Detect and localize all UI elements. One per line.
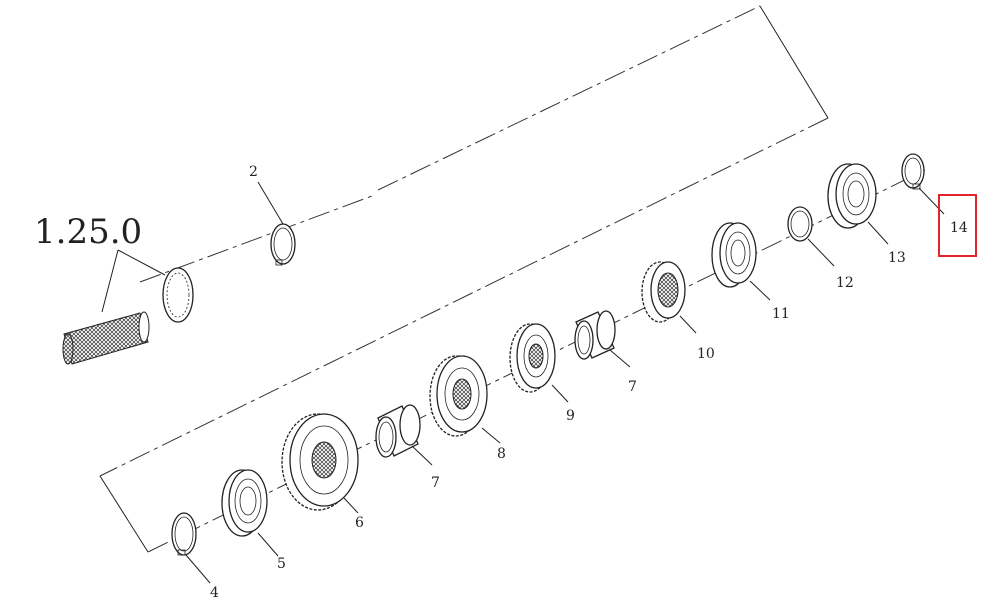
callout-9: 9 <box>566 408 575 424</box>
part-14-snap-ring: 14 <box>901 153 977 257</box>
part-2-snap-ring: 2 <box>249 164 296 266</box>
part-11-bearing: 11 <box>711 222 790 322</box>
phantom-frame <box>99 5 926 553</box>
part-12-ring: 12 <box>787 206 854 291</box>
assembly-ref-label: 1.25.0 <box>34 212 142 252</box>
part-9-gear: 9 <box>509 323 575 424</box>
callout-14: 14 <box>950 220 968 236</box>
part-4-snap-ring: 4 <box>171 512 219 601</box>
part-7-sleeve-lower: 7 <box>375 404 440 491</box>
part-10-gear: 10 <box>641 261 715 362</box>
callout-8: 8 <box>497 446 506 462</box>
shaft-assembly-ref: 1.25.0 <box>34 212 194 365</box>
callout-12: 12 <box>836 275 854 291</box>
callout-7-lower: 7 <box>431 475 440 491</box>
thrust-washer <box>162 267 194 323</box>
callout-2: 2 <box>249 164 258 180</box>
callout-5: 5 <box>277 556 286 572</box>
callout-13: 13 <box>888 250 906 266</box>
callout-7-upper: 7 <box>628 379 637 395</box>
callout-6: 6 <box>355 515 364 531</box>
part-6-large-gear: 6 <box>281 413 364 531</box>
part-8-gear: 8 <box>429 355 506 462</box>
part-5-bearing: 5 <box>221 469 286 572</box>
splined-shaft <box>62 311 150 365</box>
part-13-bearing: 13 <box>827 163 906 266</box>
callout-10: 10 <box>697 346 715 362</box>
highlight-box[interactable] <box>938 194 977 257</box>
callout-4: 4 <box>210 585 219 601</box>
part-7-sleeve-upper: 7 <box>574 310 637 395</box>
callout-11: 11 <box>772 306 790 322</box>
